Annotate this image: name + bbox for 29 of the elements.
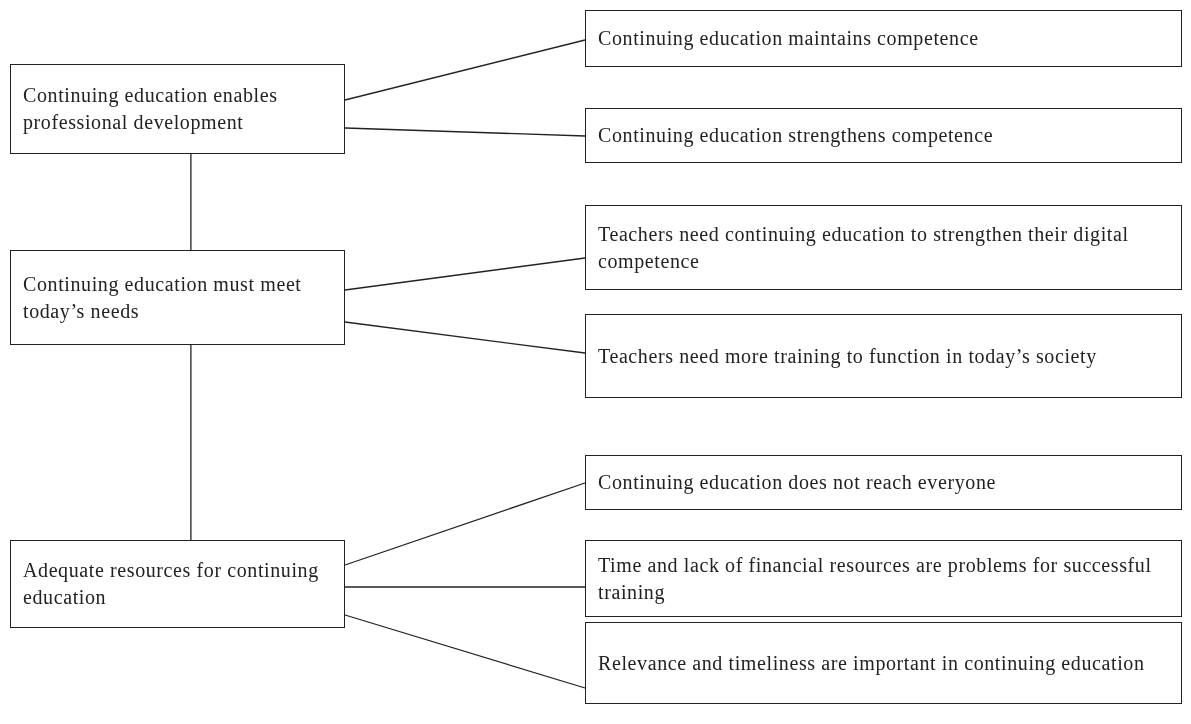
text-box [10,250,345,345]
box-text: Continuing education enables professional development [23,83,279,136]
connector-line [344,614,586,689]
text-box [585,622,1182,704]
box-text: Teachers need continuing education to strengthen their digital competence [598,221,1130,275]
connector-line [344,586,586,588]
text-box [10,540,345,628]
text-box [585,10,1182,67]
connector-line [344,39,586,101]
box-text: Continuing education strengthens competence [598,123,994,149]
box-text: Continuing education maintains competence [598,26,979,52]
text-box [585,540,1182,617]
box-text: Continuing education does not reach everyone [598,470,996,496]
text-box [585,205,1182,290]
text-box [10,64,345,154]
connector-line [190,153,192,251]
text-box [585,314,1182,398]
connector-line [190,344,192,541]
connector-line [344,257,586,291]
box-text: Continuing education must meet today’s needs [23,271,303,325]
text-box [585,455,1182,510]
box-text: Teachers need more training to function in today’s society [598,343,1097,370]
text-box [585,108,1182,163]
box-text: Time and lack of financial resources are problems for successful training [598,552,1153,606]
connector-line [344,482,586,566]
box-text: Relevance and timeliness are important in continuing education [598,650,1145,677]
connector-line [344,127,586,137]
connector-line [344,321,586,354]
box-text: Adequate resources for continuing education [23,558,320,610]
